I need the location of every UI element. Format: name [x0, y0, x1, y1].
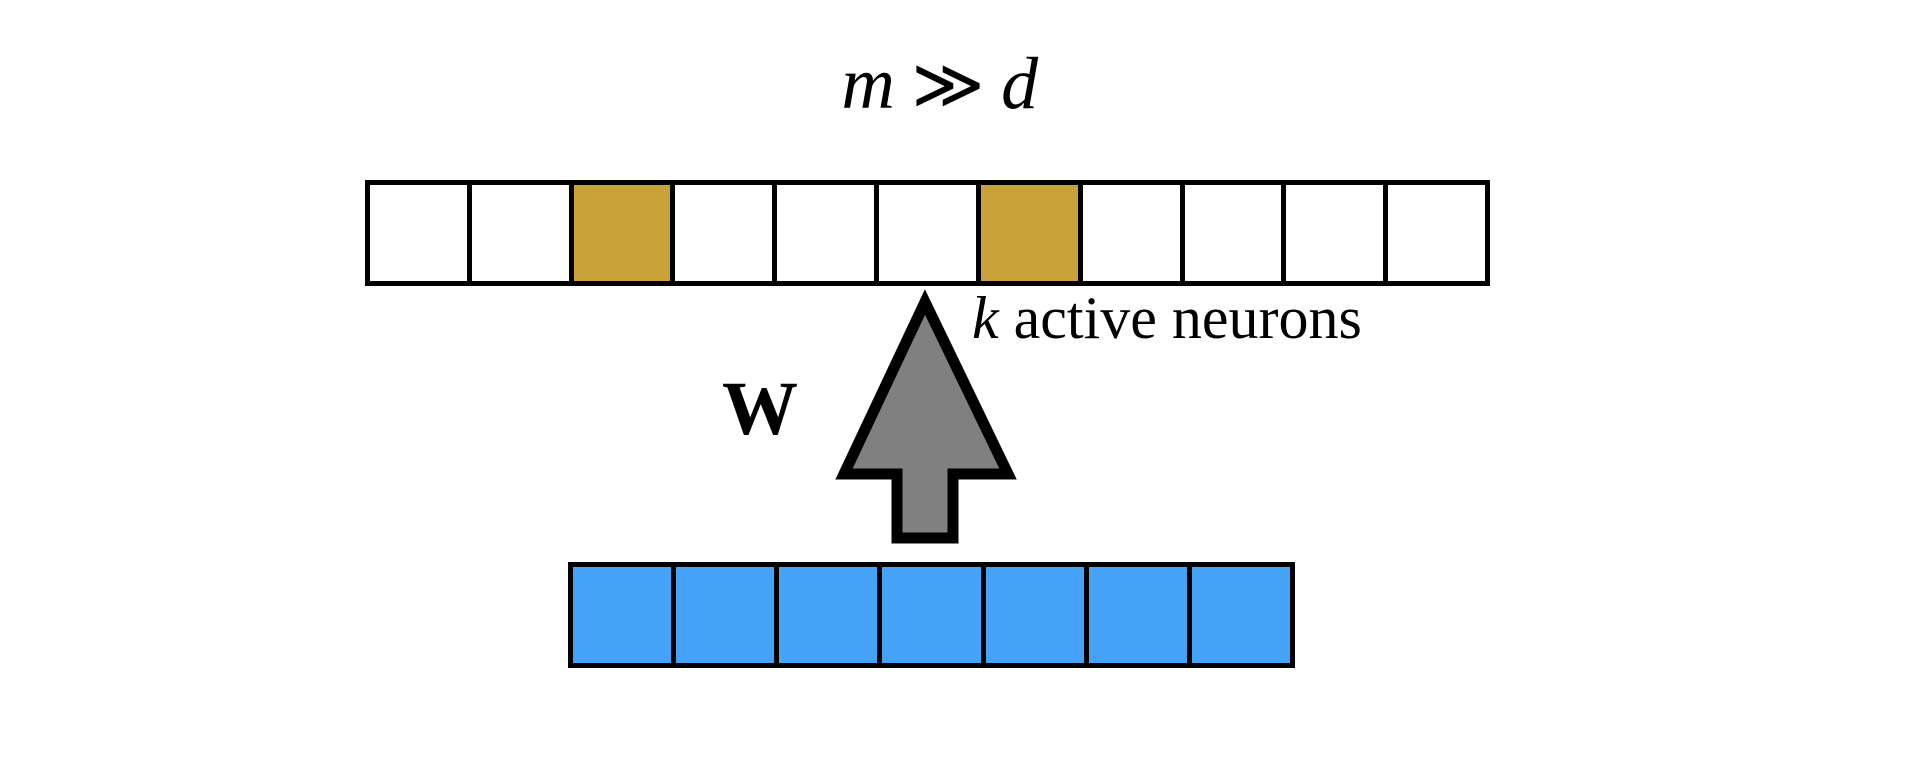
active-neurons-label: k active neurons	[972, 288, 1362, 348]
hidden-neuron-cell	[370, 185, 472, 281]
input-feature-cell	[1088, 567, 1192, 663]
hidden-neuron-cell	[471, 185, 574, 281]
sparse-hidden-layer-row	[365, 180, 1490, 286]
dense-input-layer-row	[568, 562, 1295, 668]
input-feature-cell	[1191, 567, 1290, 663]
weight-matrix-label: W	[722, 367, 798, 451]
input-feature-cell	[779, 567, 883, 663]
formula-much-greater-than-operator: ≫	[911, 47, 986, 124]
hidden-neuron-cell-active	[573, 185, 676, 281]
up-arrow-shape	[835, 289, 1017, 544]
hidden-neuron-cell	[675, 185, 778, 281]
formula-lhs-symbol: m	[841, 43, 896, 125]
active-neurons-text: active neurons	[998, 285, 1362, 351]
hidden-neuron-cell	[1388, 185, 1485, 281]
active-neurons-symbol: k	[972, 285, 999, 351]
hidden-neuron-cell	[1286, 185, 1389, 281]
dimension-inequality-formula: m≫d	[770, 36, 1110, 132]
hidden-neuron-cell	[879, 185, 981, 281]
hidden-neuron-cell	[1184, 185, 1287, 281]
hidden-neuron-cell	[777, 185, 880, 281]
input-feature-cell	[676, 567, 780, 663]
formula-rhs-symbol: d	[1001, 43, 1039, 125]
input-feature-cell	[573, 567, 677, 663]
input-feature-cell	[882, 567, 986, 663]
hidden-neuron-cell-active	[980, 185, 1083, 281]
input-feature-cell	[985, 567, 1089, 663]
hidden-neuron-cell	[1082, 185, 1185, 281]
up-arrow-icon	[835, 289, 1017, 544]
